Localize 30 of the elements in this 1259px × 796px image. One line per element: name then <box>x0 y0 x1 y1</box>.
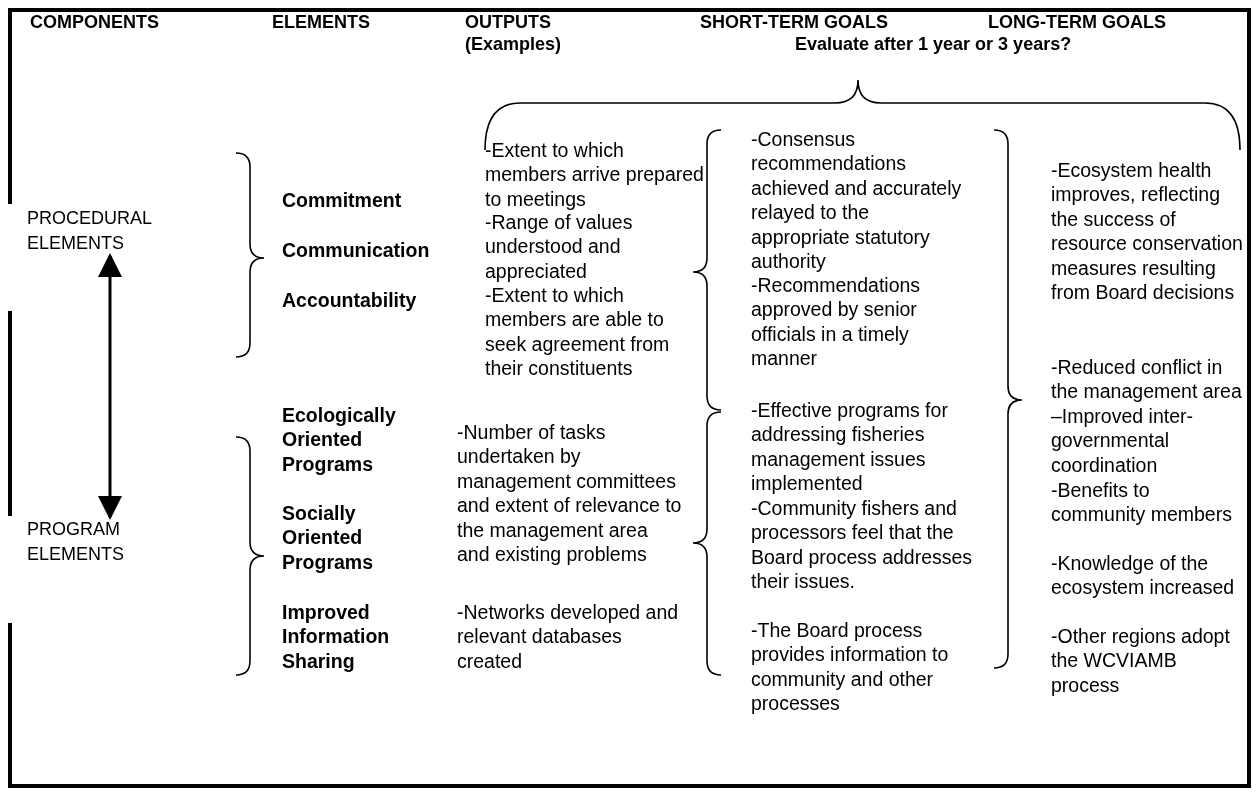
bullet-text: -Effective programs for addressing fisheries management issues implemented <box>751 398 949 496</box>
element-label: Improved Information Sharing <box>282 600 391 674</box>
component-label: PROCEDURAL ELEMENTS <box>27 207 153 255</box>
bullet-text: -Recommendations approved by senior officials in a timely manner <box>751 273 922 371</box>
column-header: LONG-TERM GOALS <box>988 11 1167 33</box>
double-arrow <box>98 253 122 520</box>
bullet-text: -Range of values understood and appreciated <box>485 210 634 284</box>
evaluation-note: Evaluate after 1 year or 3 years? <box>795 33 1073 55</box>
element-label: Commitment <box>282 188 403 213</box>
bullet-text: -Consensus recommendations achieved and accurately relayed to the appropriate statutory authority <box>751 127 963 274</box>
bullet-text: -Extent to which members arrive prepared to meetings <box>485 138 705 212</box>
element-label: Accountability <box>282 288 418 313</box>
bullet-text: -Other regions adopt the WCVIAMB process <box>1051 624 1231 698</box>
bullet-text: -Benefits to community members <box>1051 478 1233 527</box>
bullet-text: -Reduced conflict in the management area –Improved inter-governmental coordination <box>1051 355 1243 478</box>
bullet-text: -Networks developed and relevant databases created <box>457 600 680 674</box>
column-header: ELEMENTS <box>272 11 371 33</box>
bullet-text: -Community fishers and processors feel that the Board process addresses their issues. <box>751 496 973 594</box>
element-label: Communication <box>282 238 431 263</box>
bullet-text: -Number of tasks undertaken by management committees and extent of relevance to the management area and existing problems <box>457 420 683 567</box>
column-header: SHORT-TERM GOALS <box>700 11 889 33</box>
element-label: Ecologically Oriented Programs <box>282 403 397 477</box>
bullet-text: -The Board process provides information to community and other processes <box>751 618 950 716</box>
column-header: COMPONENTS <box>30 11 160 33</box>
component-label: PROGRAM ELEMENTS <box>27 518 126 566</box>
bullet-text: -Knowledge of the ecosystem increased <box>1051 551 1236 600</box>
bullet-text: -Extent to which members are able to seek agreement from their constituents <box>485 283 671 381</box>
bullet-text: -Ecosystem health improves, reflecting the success of resource conservation measures resulting from Board decisions <box>1051 158 1243 305</box>
column-header: OUTPUTS (Examples) <box>465 11 563 55</box>
element-label: Socially Oriented Programs <box>282 501 375 575</box>
